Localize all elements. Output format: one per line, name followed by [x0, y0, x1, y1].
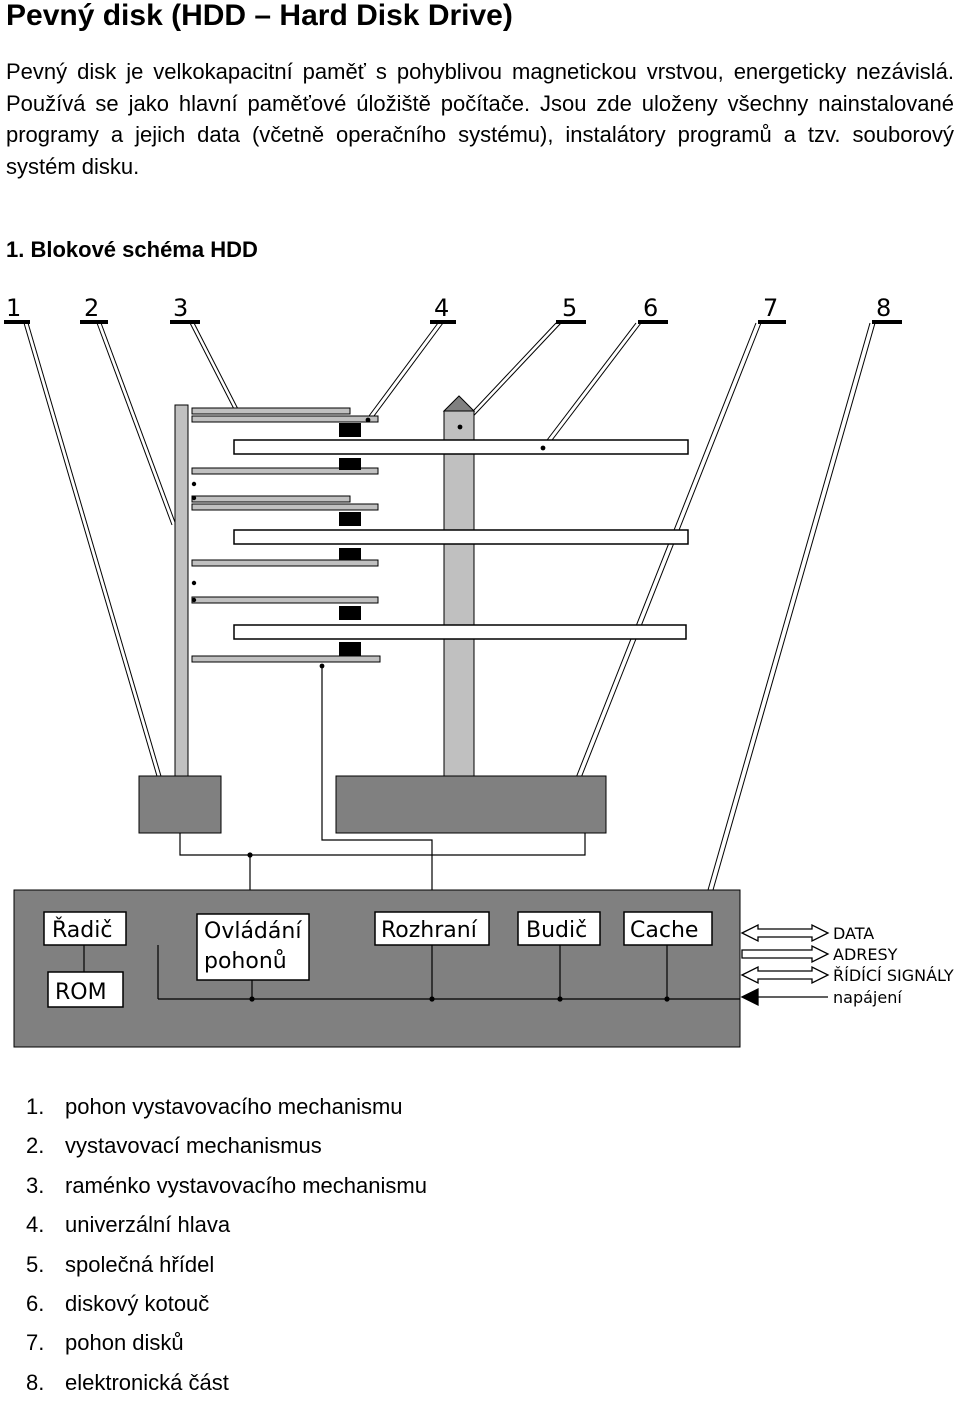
leader-lines: [23, 322, 876, 891]
rom-label: ROM: [55, 980, 107, 1005]
signal-data: DATA: [833, 924, 874, 943]
disk-platter: [233, 624, 687, 640]
legend-number: 5.: [26, 1251, 45, 1277]
arm-joints: [191, 481, 197, 603]
legend-text: univerzální hlava: [65, 1212, 231, 1238]
section-heading: 1. Blokové schéma HDD: [6, 237, 258, 262]
legend-item: 2. vystavovací mechanismus: [26, 1128, 427, 1167]
intro-paragraph: Pevný disk je velkokapacitní paměť s poh…: [6, 59, 954, 179]
napajeni-arrow-icon: [740, 987, 759, 1007]
read-write-heads: [339, 423, 361, 656]
shaft: [442, 395, 476, 778]
rozhrani-box: [374, 911, 490, 946]
legend-text: diskový kotouč: [65, 1290, 210, 1316]
disk-platter: [233, 529, 689, 545]
legend-text: pohon vystavovacího mechanismu: [65, 1094, 403, 1119]
legend-number: 2.: [26, 1133, 45, 1159]
hdd-block-diagram: 1 2 3 4 5 6 7 8: [4, 294, 954, 1048]
legend-list: 1. pohon vystavovacího mechanismu 2. vysta…: [26, 1089, 427, 1404]
signal-arrows: [740, 923, 830, 1007]
callout-number-5: 5: [562, 294, 577, 322]
signal-ridici: ŘÍDÍCÍ SIGNÁLY: [833, 966, 954, 985]
legend-text: elektronická část: [65, 1369, 229, 1395]
legend-number: 1.: [26, 1094, 45, 1119]
spindle-motor-block: [335, 775, 607, 834]
legend-number: 4.: [26, 1212, 45, 1238]
callout-number-1: 1: [6, 294, 21, 322]
actuator-arms: [191, 407, 381, 663]
data-arrow-icon: [740, 923, 830, 943]
actuator-motor-block: [138, 775, 222, 834]
adresy-arrow-icon: [741, 944, 830, 964]
rozhrani-label: Rozhraní: [381, 918, 478, 943]
legend-item: 7. pohon disků: [26, 1325, 427, 1364]
legend-text: raménko vystavovacího mechanismu: [65, 1172, 427, 1198]
legend-number: 7.: [26, 1330, 45, 1356]
disk-platters: [233, 439, 689, 640]
ovladani-label-line1: Ovládání: [204, 919, 302, 944]
legend-item: 6. diskový kotouč: [26, 1286, 427, 1325]
legend-text: vystavovací mechanismus: [65, 1133, 322, 1159]
bus-junctions: [249, 996, 670, 1002]
cache-label: Cache: [630, 918, 698, 943]
legend-number: 3.: [26, 1172, 45, 1198]
callout-number-3: 3: [173, 294, 188, 322]
page-title: Pevný disk (HDD – Hard Disk Drive): [6, 0, 513, 32]
callout-number-4: 4: [434, 294, 449, 322]
legend-text: pohon disků: [65, 1330, 184, 1356]
signal-napajeni: napájení: [833, 988, 902, 1007]
radic-label: Řadič: [52, 917, 112, 943]
legend-item: 1. pohon vystavovacího mechanismu: [26, 1089, 427, 1128]
legend-number: 8.: [26, 1369, 45, 1395]
budic-box: [517, 911, 601, 946]
legend-number: 6.: [26, 1290, 45, 1316]
legend-item: 3. raménko vystavovacího mechanismu: [26, 1168, 427, 1207]
disk-platter: [233, 439, 689, 455]
callout-number-6: 6: [643, 294, 658, 322]
signal-adresy: ADRESY: [833, 945, 898, 964]
callout-number-2: 2: [84, 294, 99, 322]
leader-dots: [163, 417, 573, 803]
actuator-post: [174, 404, 189, 778]
legend-item: 8. elektronická část: [26, 1365, 427, 1404]
ovladani-label-line2: pohonů: [204, 949, 287, 974]
legend-item: 4. univerzální hlava: [26, 1207, 427, 1246]
callout-number-8: 8: [876, 294, 891, 322]
legend-item: 5. společná hřídel: [26, 1247, 427, 1286]
internal-bus: [83, 945, 740, 1000]
callout-numbers: 1 2 3 4 5 6 7 8: [6, 294, 891, 322]
legend-text: společná hřídel: [65, 1251, 215, 1277]
callout-number-7: 7: [763, 294, 778, 322]
ridici-arrow-icon: [740, 965, 830, 985]
rom-box: [47, 971, 124, 1008]
budic-label: Budič: [526, 918, 587, 943]
ovladani-box: [196, 913, 310, 981]
radic-box: [43, 911, 127, 946]
cache-box: [623, 911, 713, 946]
